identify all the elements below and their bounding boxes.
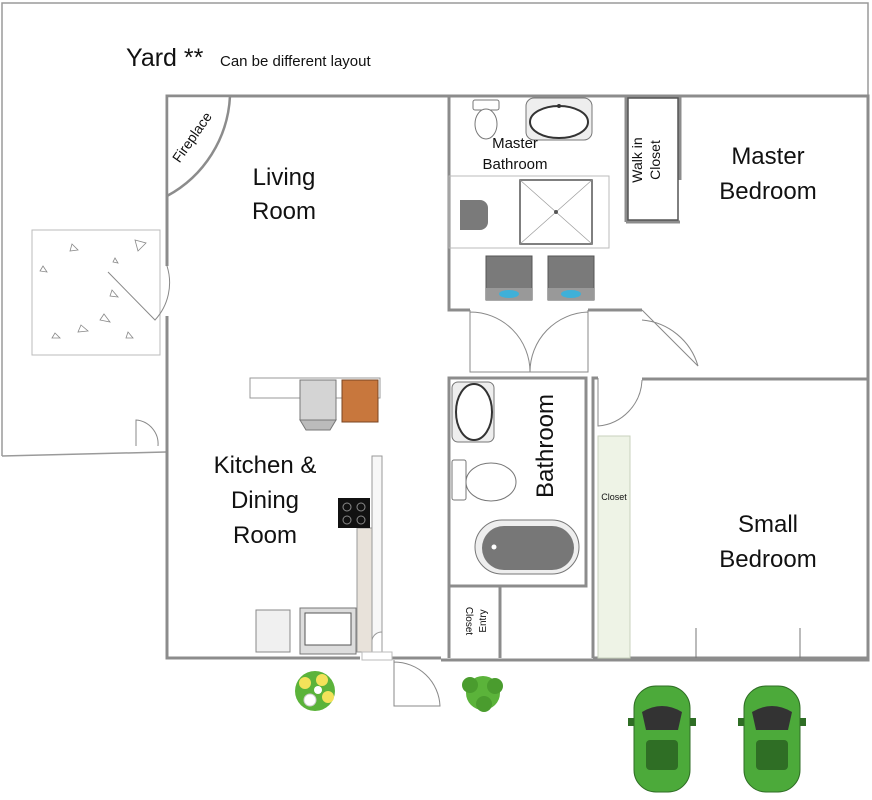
walk-in-closet-label-line1: Walk in [629,137,645,182]
front-door-icon [393,660,441,707]
patio-stones [39,239,147,339]
living-room-label-line1: Living [253,164,316,191]
walk-in-closet-label-line2: Closet [647,140,663,180]
master-bathroom-fixtures [448,97,610,301]
cactus-plant-icon [462,676,503,712]
fireplace: Fireplace [165,94,232,199]
washer-icon [485,255,533,301]
cabinet-icon [341,379,379,423]
yard-label: Yard ** [126,44,204,72]
small-bedroom-label-line2: Bedroom [719,546,816,573]
dryer-icon [547,255,595,301]
dishwasher-icon [255,609,291,653]
kitchen-label-line2: Dining [231,487,299,514]
hall-double-door-icon [469,309,699,427]
kitchen-label-line1: Kitchen & [214,452,317,479]
yard-area [1,2,869,457]
small-bedroom-closet [597,435,631,659]
shower-icon [519,179,593,245]
living-room-label-line2: Room [252,198,316,225]
kitchen-fixtures [249,377,383,655]
stove-icon [338,498,370,528]
side-door-icon [107,265,171,321]
master-bathroom-label-line2: Bathroom [482,156,547,173]
flower-plant-icon [295,671,335,711]
fridge-icon [299,379,337,421]
walk-in-closet [627,97,679,221]
kitchen-label-line3: Room [233,522,297,549]
toilet-icon [472,99,500,140]
master-bedroom-label-line1: Master [731,143,804,170]
closet-label: Closet [601,492,627,502]
master-bedroom-label-line2: Bedroom [719,178,816,205]
sink-icon [451,381,495,443]
master-bathroom-label-line1: Master [492,135,538,152]
patio-area [31,229,161,356]
yard-door-icon [135,419,159,447]
interior-walls [447,96,868,660]
entry-closet-label-line1: Entry [478,609,489,632]
car-icon [738,685,806,793]
yard-note-label: Can be different layout [220,53,371,70]
bathroom-label: Bathroom [532,394,559,498]
bin-icon [460,200,488,230]
sink-icon [299,607,357,655]
car-icon [628,685,696,793]
bathroom-fixtures [451,381,580,575]
bathtub-icon [474,519,580,575]
toilet-icon [451,459,517,502]
entry-closet-label-line2: Closet [463,607,474,636]
small-bedroom-label-line1: Small [738,511,798,538]
sink-icon [525,97,593,141]
